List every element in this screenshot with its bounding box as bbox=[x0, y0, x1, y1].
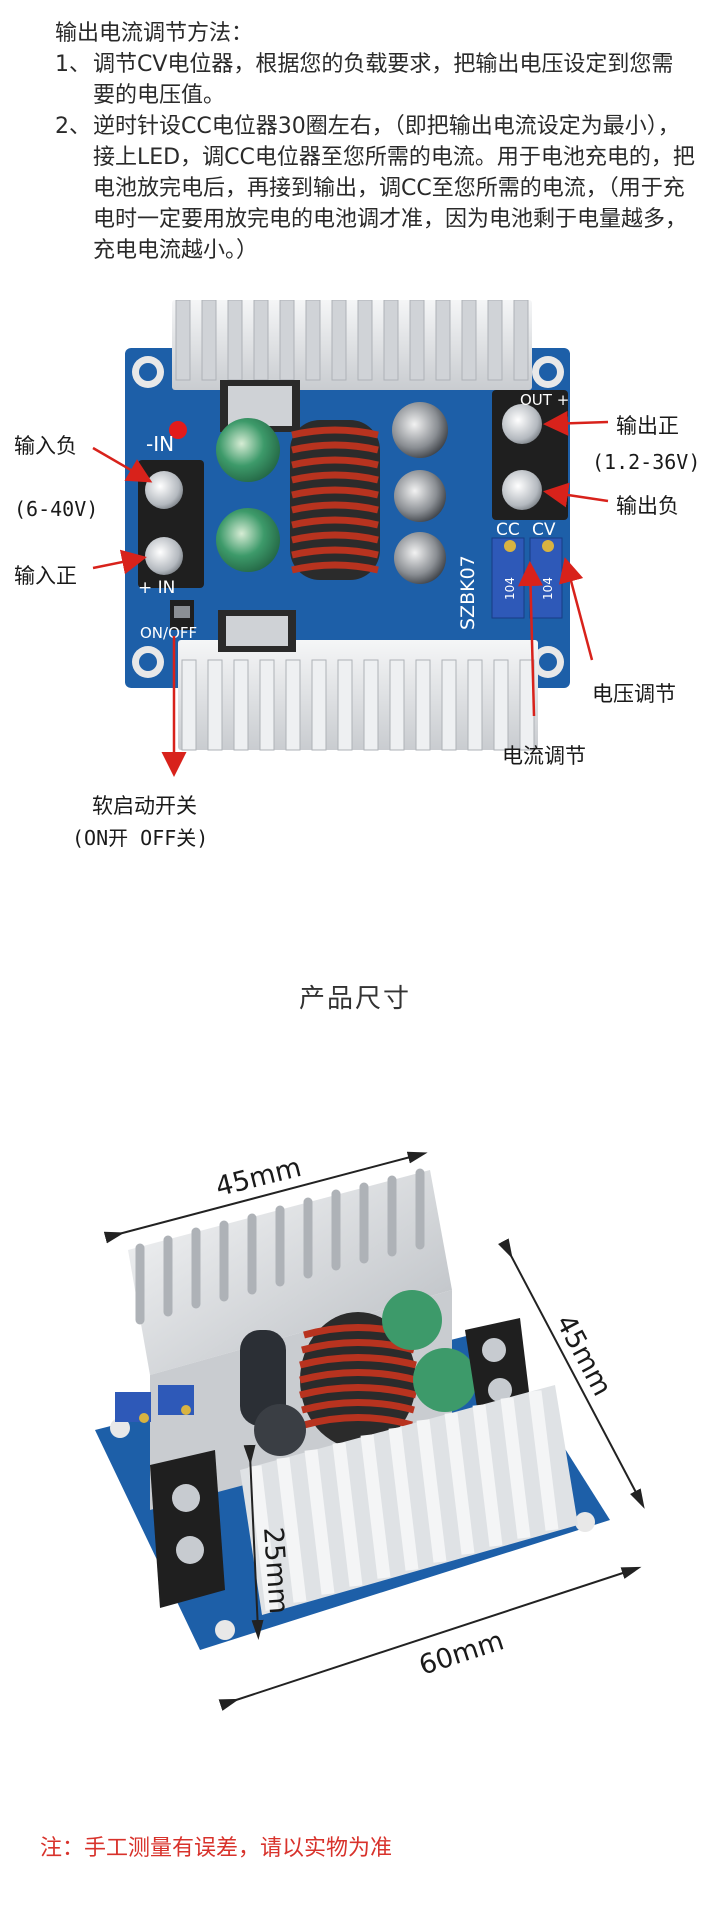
capacitor bbox=[413, 1348, 477, 1412]
capacitor bbox=[394, 532, 446, 584]
label-output-range: (1.2-36V) bbox=[592, 450, 701, 474]
soft-start-switch bbox=[170, 600, 194, 630]
label-soft-start-switch: 软启动开关 bbox=[92, 794, 197, 818]
label-current-adjust: 电流调节 bbox=[502, 744, 586, 768]
silk-cv: CV bbox=[532, 520, 556, 540]
silk-in-plus: + IN bbox=[138, 578, 175, 598]
potentiometers bbox=[115, 1385, 194, 1423]
step-number: 1、 bbox=[55, 52, 91, 77]
label-input-range: (6-40V) bbox=[14, 497, 99, 521]
silk-in-minus: -IN bbox=[146, 432, 174, 456]
section-title: 产品尺寸 bbox=[298, 984, 411, 1014]
step-text: 调节CV电位器，根据您的负载要求，把输出电压设定到您需要的电压值。 bbox=[93, 52, 674, 108]
measurement-note: 注：手工测量有误差，请以实物为准 bbox=[40, 1836, 393, 1861]
label-output-negative: 输出负 bbox=[616, 494, 679, 518]
step-number: 2、 bbox=[55, 114, 91, 139]
silk-out-plus: OUT + bbox=[520, 391, 569, 409]
silk-cc: CC bbox=[496, 520, 520, 540]
terminal-left bbox=[150, 1450, 225, 1608]
inductor bbox=[299, 1312, 417, 1448]
board-dimension-photo bbox=[95, 1151, 645, 1711]
inductor bbox=[290, 420, 380, 580]
capacitor bbox=[392, 402, 448, 458]
label-input-negative: 输入负 bbox=[14, 434, 77, 458]
bottom-heatsink bbox=[178, 610, 538, 751]
capacitor bbox=[240, 1330, 286, 1426]
label-switch-states: (ON开 OFF关) bbox=[72, 826, 209, 850]
silk-pot-code: 104 bbox=[541, 577, 555, 600]
instructions: 输出电流调节方法： 1、 调节CV电位器，根据您的负载要求，把输出电压设定到您需… bbox=[55, 18, 695, 266]
dimension-lines bbox=[103, 1151, 645, 1711]
silk-on-off: ON/OFF bbox=[140, 624, 197, 642]
capacitor bbox=[394, 470, 446, 522]
dim-height: 25mm bbox=[256, 1526, 294, 1615]
top-heatsink bbox=[172, 300, 532, 432]
capacitor bbox=[216, 508, 280, 572]
step-text: 逆时针设CC电位器30圈左右，（即把输出电流设定为最小），接上LED，调CC电位… bbox=[93, 114, 695, 263]
instruction-step-1: 1、 调节CV电位器，根据您的负载要求，把输出电压设定到您需要的电压值。 bbox=[55, 49, 695, 111]
label-input-positive: 输入正 bbox=[14, 564, 77, 588]
capacitor bbox=[382, 1290, 442, 1350]
input-terminal bbox=[138, 460, 204, 588]
silk-pot-code: 104 bbox=[503, 577, 517, 600]
silk-model: SZBK07 bbox=[457, 555, 479, 630]
board-top-view-photo: -IN + IN OUT + ON/OFF CC CV SZBK07 104 1… bbox=[92, 300, 609, 777]
output-terminal bbox=[492, 390, 568, 520]
annotation-arrows bbox=[92, 410, 609, 777]
capacitor bbox=[216, 418, 280, 482]
instructions-title: 输出电流调节方法： bbox=[55, 21, 254, 46]
instruction-step-2: 2、 逆时针设CC电位器30圈左右，（即把输出电流设定为最小），接上LED，调C… bbox=[55, 111, 695, 266]
label-output-positive: 输出正 bbox=[616, 414, 679, 438]
led bbox=[169, 421, 187, 439]
capacitor bbox=[254, 1404, 306, 1456]
label-voltage-adjust: 电压调节 bbox=[592, 682, 676, 706]
